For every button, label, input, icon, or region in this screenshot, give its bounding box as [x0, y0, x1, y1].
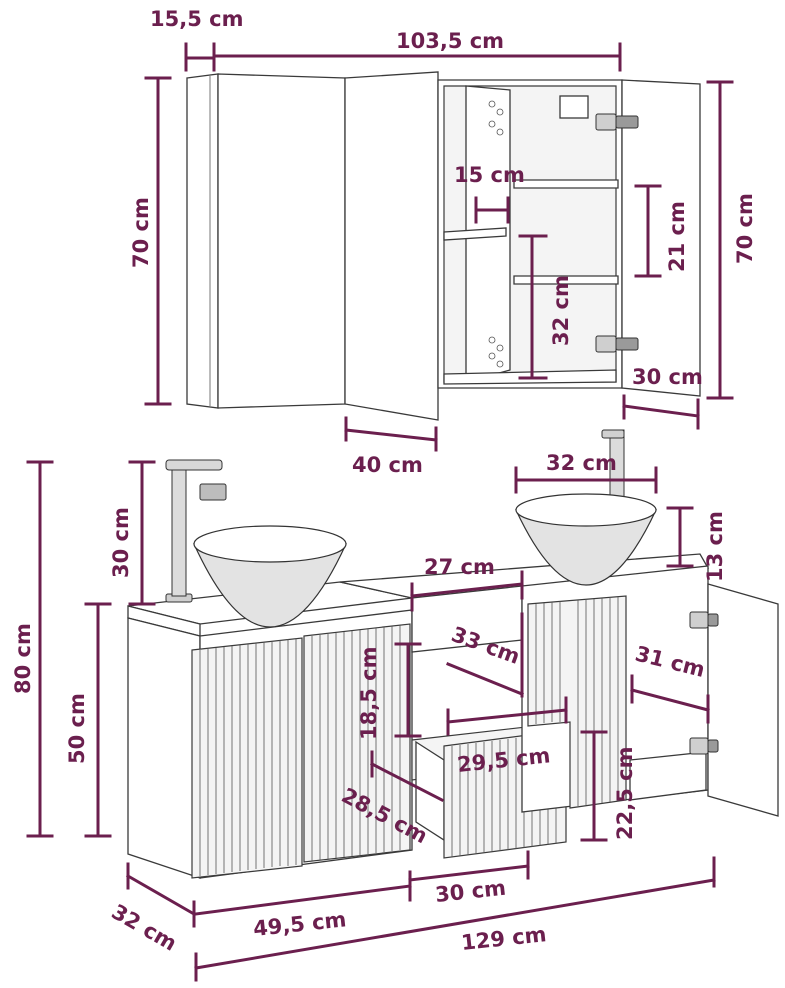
faucet-icon — [601, 429, 625, 511]
mirror-cabinet-drawing — [186, 71, 701, 421]
basin-right-icon — [515, 493, 657, 586]
vanity-door-fluted-2 — [303, 623, 411, 863]
label-total-height: 80 cm — [11, 623, 35, 694]
label-shelf-gap: 21 cm — [665, 201, 689, 272]
dimension-lines — [26, 42, 734, 982]
label-opening-height: 18,5 cm — [357, 647, 381, 740]
label-middle-width: 30 cm — [434, 876, 507, 907]
vanity-drawing — [127, 429, 779, 879]
label-shelf-depth: 15 cm — [454, 163, 525, 187]
label-mirror-height-left: 70 cm — [129, 197, 153, 268]
hinge-icon — [595, 335, 639, 353]
label-depth: 32 cm — [108, 900, 181, 956]
label-faucet-height: 30 cm — [109, 507, 133, 578]
label-cabinet-height: 50 cm — [65, 693, 89, 764]
hinge-icon — [595, 113, 639, 131]
label-lower-gap: 32 cm — [549, 275, 573, 346]
label-side-depth: 15,5 cm — [150, 7, 243, 31]
label-mirror-total-width: 103,5 cm — [396, 29, 504, 53]
label-inner-door-width: 30 cm — [632, 365, 703, 389]
vanity-door-fluted-3 — [527, 595, 627, 809]
label-mirror-height-right: 70 cm — [733, 193, 757, 264]
mirror-inner-box — [559, 95, 589, 119]
mirror-side-panel — [186, 73, 219, 409]
label-drawer-height: 22,5 cm — [613, 747, 637, 840]
label-basin-height: 13 cm — [703, 511, 727, 582]
label-drawer-top-width: 27 cm — [424, 555, 495, 579]
mirror-shelf-upper — [513, 179, 619, 189]
mirror-shelf-lower — [513, 275, 619, 285]
mirror-shelf-left — [443, 227, 507, 241]
vanity-door-fluted-1 — [191, 637, 303, 879]
label-left-width: 49,5 cm — [252, 907, 347, 941]
faucet-icon — [165, 459, 227, 603]
mirror-door-left-open — [344, 71, 439, 421]
vanity-door-right-open — [707, 583, 779, 817]
mirror-door-left — [217, 73, 346, 409]
basin-left-icon — [193, 525, 347, 628]
label-door-width: 40 cm — [352, 453, 423, 477]
hinge-icon — [689, 737, 719, 755]
label-total-width: 129 cm — [460, 922, 548, 955]
hinge-icon — [689, 611, 719, 629]
label-basin-diameter: 32 cm — [546, 451, 617, 475]
mirror-door-right-open — [621, 79, 701, 397]
vanity-left-side — [127, 617, 201, 879]
